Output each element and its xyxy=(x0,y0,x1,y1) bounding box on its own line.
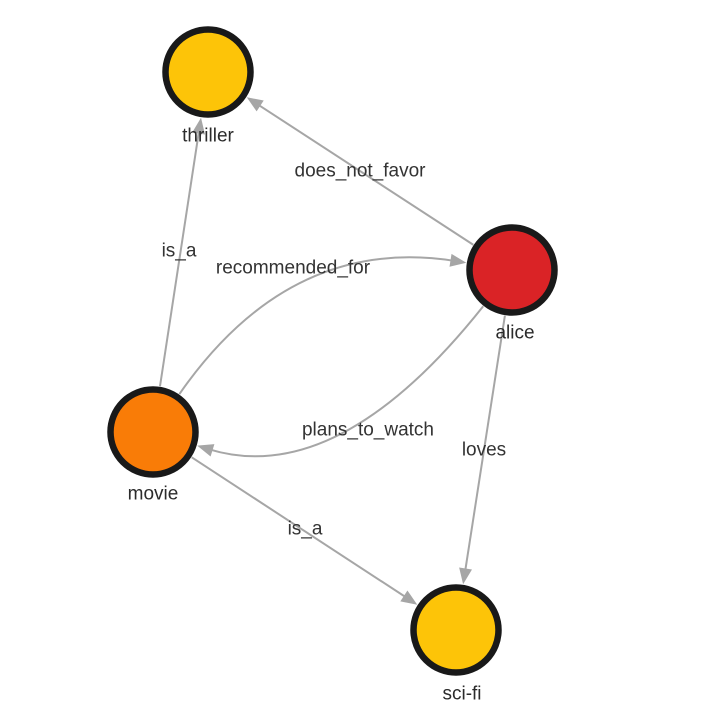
arrowhead-alice-thriller xyxy=(246,97,264,112)
arrowhead-alice-sci-fi xyxy=(459,567,472,585)
node-label-sci-fi: sci-fi xyxy=(442,684,481,705)
arrowhead-alice-movie xyxy=(197,444,215,457)
edge-movie-alice[interactable] xyxy=(178,256,455,395)
edge-label-movie-sci-fi: is_a xyxy=(288,519,323,540)
edge-label-alice-sci-fi: loves xyxy=(462,440,506,461)
node-sci-fi[interactable] xyxy=(410,584,502,676)
edge-alice-movie[interactable] xyxy=(208,305,485,458)
edge-label-movie-thriller: is_a xyxy=(162,241,197,262)
edge-label-movie-alice: recommended_for xyxy=(216,258,371,279)
arrowhead-movie-alice xyxy=(449,253,467,267)
node-alice[interactable] xyxy=(466,224,558,316)
node-movie[interactable] xyxy=(107,386,199,478)
edge-movie-sci-fi[interactable] xyxy=(191,456,408,599)
edge-label-alice-thriller: does_not_favor xyxy=(295,161,427,182)
edge-movie-thriller[interactable] xyxy=(158,129,201,387)
node-label-thriller: thriller xyxy=(182,126,234,147)
arrowhead-movie-thriller xyxy=(192,117,206,135)
edge-alice-thriller[interactable] xyxy=(256,102,474,246)
node-label-movie: movie xyxy=(128,484,179,505)
node-label-alice: alice xyxy=(495,323,534,344)
edge-label-alice-movie: plans_to_watch xyxy=(302,420,434,441)
edge-alice-sci-fi[interactable] xyxy=(463,315,506,573)
node-thriller[interactable] xyxy=(162,26,254,118)
arrowhead-movie-sci-fi xyxy=(400,590,418,605)
